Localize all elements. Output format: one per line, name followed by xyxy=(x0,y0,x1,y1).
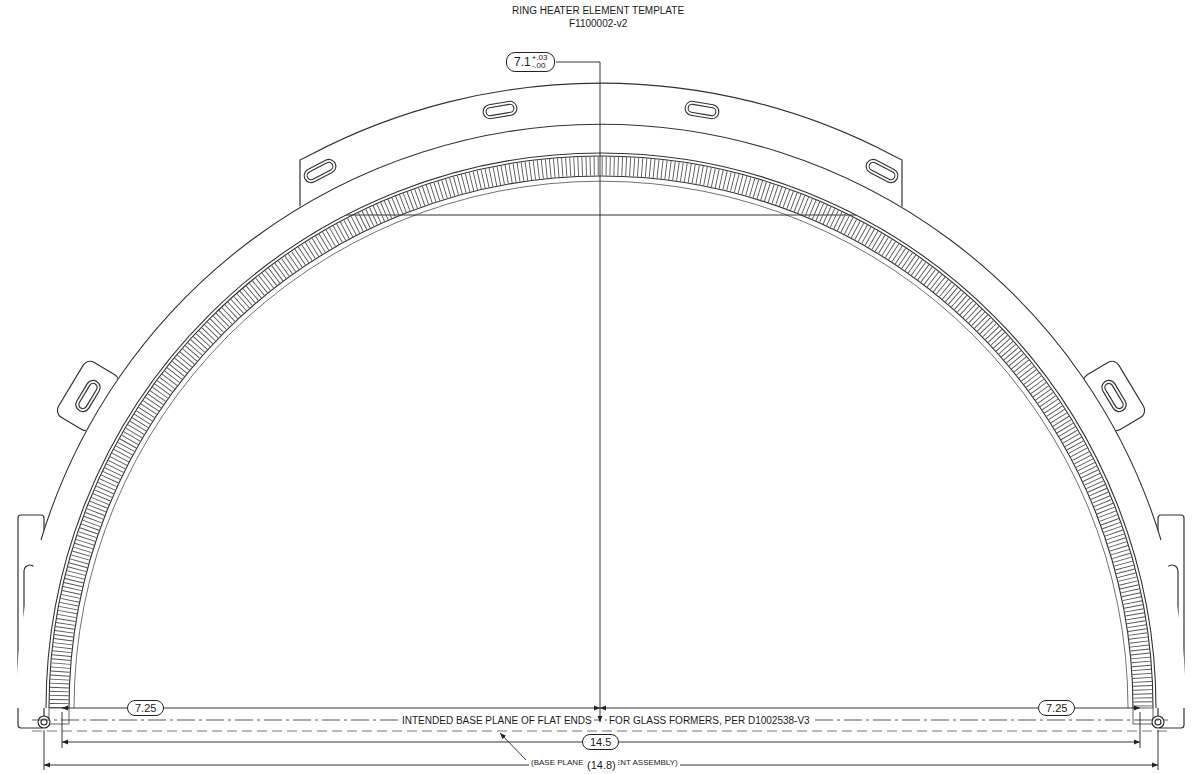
dimension-value: 7.25 xyxy=(135,702,156,714)
plate-slots xyxy=(302,100,901,185)
bracket xyxy=(18,83,1184,728)
basic-dimension-bubble: 7.1+.03-.00 xyxy=(506,52,555,72)
tolerance-value: -.00 xyxy=(532,62,548,70)
band-outlines xyxy=(41,124,1161,708)
tolerance-value: +.03 xyxy=(532,54,548,62)
note-text: FOR GLASS FORMERS, PER D1002538-V3 xyxy=(607,715,812,726)
tolerance-stack: +.03-.00 xyxy=(532,54,548,70)
drawing-title: RING HEATER ELEMENT TEMPLATE xyxy=(510,5,686,16)
basic-dimension-bubble: 7.25 xyxy=(1038,700,1075,716)
element-ends xyxy=(49,708,1153,724)
basic-dimension-bubble: 7.25 xyxy=(127,700,164,716)
mounting-holes xyxy=(38,716,1164,728)
dimension-lines xyxy=(44,62,1158,770)
heater-element-hatch xyxy=(59,166,1143,708)
dimension-value: 14.5 xyxy=(590,736,611,748)
bracket-band xyxy=(31,138,1171,708)
dimension-value: 7.25 xyxy=(1046,702,1067,714)
drawing-number: F1100002-v2 xyxy=(567,18,629,29)
parent-base-plane-line xyxy=(32,731,1168,732)
reference-dimension: (14.8) xyxy=(585,759,618,771)
dimension-value: 7.1 xyxy=(514,55,531,69)
note-text: INTENDED BASE PLANE OF FLAT ENDS xyxy=(400,715,594,726)
basic-dimension-bubble: 14.5 xyxy=(582,734,619,750)
